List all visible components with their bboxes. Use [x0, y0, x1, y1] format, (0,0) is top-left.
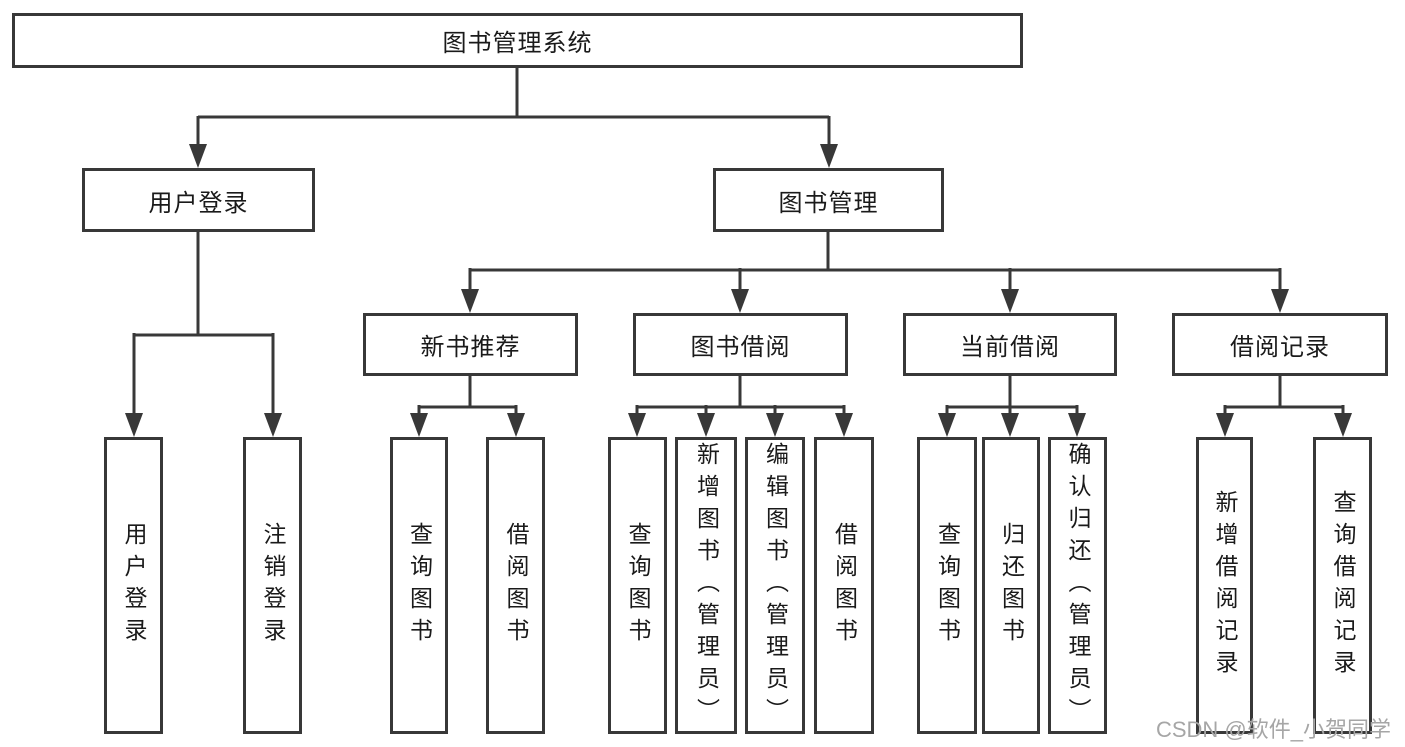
node-book-management: 图书管理	[713, 168, 944, 232]
leaf-confirm-return-admin-label: 确认归还（管理员）	[1065, 441, 1091, 730]
leaf-edit-books-admin-label: 编辑图书（管理员）	[762, 441, 789, 730]
node-borrow-records-label: 借阅记录	[1230, 334, 1330, 361]
csdn-watermark: CSDN @软件_小贺同学	[1155, 717, 1391, 742]
node-book-borrow: 图书借阅	[633, 313, 848, 376]
leaf-add-borrow-record-label: 新增借阅记录	[1212, 489, 1238, 682]
leaf-user-login-label: 用户登录	[121, 521, 147, 650]
leaf-query-books-3-label: 查询图书	[934, 521, 961, 650]
leaf-user-login: 用户登录	[104, 437, 163, 734]
node-new-book-recommend-label: 新书推荐	[420, 334, 521, 361]
node-current-borrow: 当前借阅	[903, 313, 1117, 376]
leaf-add-borrow-record: 新增借阅记录	[1196, 437, 1253, 734]
leaf-borrow-books-2: 借阅图书	[814, 437, 874, 734]
leaf-logout-label: 注销登录	[260, 521, 286, 650]
leaf-query-books-3: 查询图书	[917, 437, 977, 734]
leaf-logout: 注销登录	[243, 437, 302, 734]
leaf-add-books-admin: 新增图书（管理员）	[675, 437, 737, 734]
node-current-borrow-label: 当前借阅	[960, 334, 1060, 361]
leaf-borrow-books-1-label: 借阅图书	[503, 521, 529, 650]
leaf-query-books-2: 查询图书	[608, 437, 667, 734]
leaf-add-books-admin-label: 新增图书（管理员）	[693, 441, 720, 730]
leaf-return-books-label: 归还图书	[998, 521, 1025, 650]
node-book-borrow-label: 图书借阅	[690, 334, 791, 361]
arrowheads	[125, 144, 1352, 437]
node-user-login-label: 用户登录	[148, 189, 249, 217]
leaf-confirm-return-admin: 确认归还（管理员）	[1048, 437, 1107, 734]
leaf-return-books: 归还图书	[982, 437, 1040, 734]
node-book-management-label: 图书管理	[778, 189, 879, 217]
leaf-query-books-1: 查询图书	[390, 437, 448, 734]
node-new-book-recommend: 新书推荐	[363, 313, 578, 376]
leaf-query-borrow-record: 查询借阅记录	[1313, 437, 1372, 734]
leaf-edit-books-admin: 编辑图书（管理员）	[745, 437, 805, 734]
leaf-query-books-2-label: 查询图书	[625, 521, 651, 650]
node-root-label: 图书管理系统	[442, 30, 593, 57]
leaf-borrow-books-2-label: 借阅图书	[831, 521, 858, 650]
leaf-borrow-books-1: 借阅图书	[486, 437, 545, 734]
node-borrow-records: 借阅记录	[1172, 313, 1388, 376]
leaf-query-books-1-label: 查询图书	[406, 521, 433, 650]
leaf-query-borrow-record-label: 查询借阅记录	[1330, 489, 1356, 682]
node-user-login: 用户登录	[82, 168, 315, 232]
node-root-system: 图书管理系统	[12, 13, 1023, 68]
